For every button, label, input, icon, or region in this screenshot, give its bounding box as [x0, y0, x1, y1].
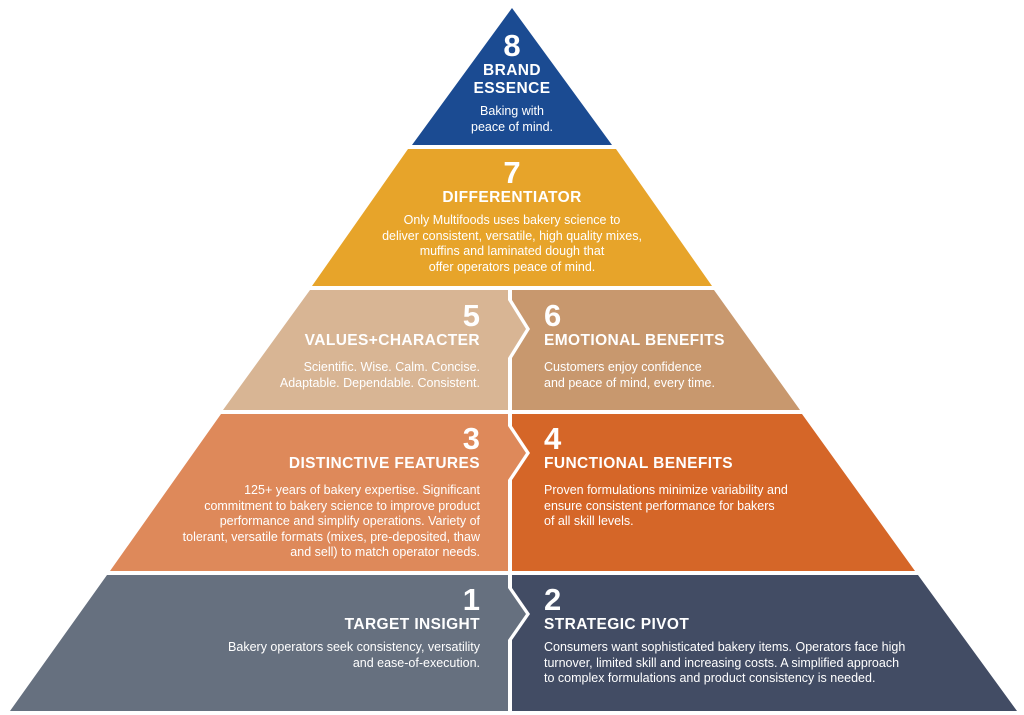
tier-3-number: 3	[462, 421, 480, 456]
tier-8-brand-essence-shape	[412, 8, 612, 145]
tier-2-description: Consumers want sophisticated bakery item…	[544, 640, 906, 654]
tier-5-label: 5 VALUES+CHARACTER Scientific. Wise. Cal…	[230, 300, 480, 391]
tier-1-description: Bakery operators seek consistency, versa…	[228, 640, 480, 654]
tier-6-label: 6 EMOTIONAL BENEFITS Customers enjoy con…	[544, 300, 774, 391]
tier-4-number: 4	[544, 421, 562, 456]
tier-2-strategic-pivot-shape	[512, 575, 1017, 711]
tier-2-label: 2 STRATEGIC PIVOT Consumers want sophist…	[544, 584, 974, 687]
tier-8-title-line2: ESSENCE	[473, 80, 551, 97]
tier-6-description-line2: and peace of mind, every time.	[544, 375, 715, 390]
tier-7-description-line2: deliver consistent, versatile, high qual…	[382, 228, 642, 243]
tier-4-functional-benefits-shape	[512, 414, 915, 571]
tier-2-number: 2	[544, 582, 562, 617]
tier-1-number: 1	[462, 582, 480, 617]
tier-7-number: 7	[503, 155, 521, 190]
tier-2-description-line3: to complex formulations and product cons…	[544, 671, 876, 686]
tier-1-label: 1 TARGET INSIGHT Bakery operators seek c…	[180, 584, 480, 671]
tier-3-description-line4: tolerant, versatile formats (mixes, pre-…	[182, 529, 480, 544]
tier-7-label: 7 DIFFERENTIATOR Only Multifoods uses ba…	[312, 157, 712, 275]
tier-3-distinctive-features-shape	[110, 414, 526, 571]
tier-3-description: 125+ years of bakery expertise. Signific…	[244, 483, 480, 497]
tier-1-target-insight-shape	[10, 575, 526, 711]
tier-5-title: VALUES+CHARACTER	[304, 332, 480, 349]
tier-6-number: 6	[544, 298, 562, 333]
tier-3-title: DISTINCTIVE FEATURES	[288, 455, 480, 472]
tier-8-number: 8	[503, 28, 521, 63]
tier-4-description-line3: of all skill levels.	[544, 514, 634, 529]
tier-3-description-line5: and sell) to match operator needs.	[290, 545, 480, 560]
tier-8-description-line2: peace of mind.	[471, 119, 553, 134]
tier-6-title: EMOTIONAL BENEFITS	[544, 332, 725, 349]
tier-4-title: FUNCTIONAL BENEFITS	[544, 455, 734, 472]
tier-7-description-line4: offer operators peace of mind.	[428, 259, 596, 274]
tier-5-values-character-shape	[223, 290, 526, 410]
tier-4-label: 4 FUNCTIONAL BENEFITS Proven formulation…	[544, 423, 844, 530]
tier-1-title: TARGET INSIGHT	[344, 616, 480, 633]
tier-1-description-line2: and ease-of-execution.	[352, 655, 480, 670]
tier-5-number: 5	[462, 298, 480, 333]
tier-7-differentiator-shape	[312, 149, 712, 286]
tier-8-title: BRAND	[483, 62, 541, 79]
tier-6-emotional-benefits-shape	[512, 290, 800, 410]
tier-6-description: Customers enjoy confidence	[544, 360, 702, 374]
tier-8-label: 8 BRAND ESSENCE Baking with peace of min…	[432, 30, 592, 135]
tier-2-title: STRATEGIC PIVOT	[544, 616, 690, 633]
tier-5-description: Scientific. Wise. Calm. Concise.	[303, 360, 480, 374]
tier-7-title: DIFFERENTIATOR	[442, 189, 582, 206]
tier-4-description: Proven formulations minimize variability…	[544, 483, 788, 497]
tier-2-description-line2: turnover, limited skill and increasing c…	[544, 655, 900, 670]
tier-3-description-line3: performance and simplify operations. Var…	[219, 514, 480, 529]
tier-5-description-line2: Adaptable. Dependable. Consistent.	[279, 375, 480, 390]
tier-7-description: Only Multifoods uses bakery science to	[403, 213, 621, 227]
tier-3-label: 3 DISTINCTIVE FEATURES 125+ years of bak…	[140, 423, 480, 561]
tier-7-description-line3: muffins and laminated dough that	[419, 244, 605, 259]
tier-3-description-line2: commitment to bakery science to improve …	[204, 498, 480, 513]
tier-8-description: Baking with	[480, 104, 544, 118]
tier-4-description-line2: ensure consistent performance for bakers	[544, 498, 775, 513]
